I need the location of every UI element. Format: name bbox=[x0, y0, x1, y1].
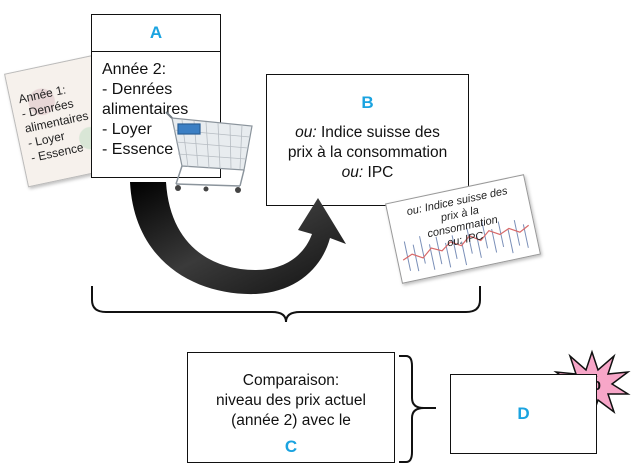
box-c: Comparaison: niveau des prix actuel (ann… bbox=[187, 352, 395, 463]
box-b-line3: ou: IPC bbox=[341, 164, 394, 181]
box-b-line2: prix à la consommation bbox=[287, 144, 448, 161]
shopping-cart-icon bbox=[165, 111, 253, 193]
ipc-note: ou: Indice suisse des prix à la consomma… bbox=[385, 174, 541, 284]
box-c-text: Comparaison: niveau des prix actuel (ann… bbox=[216, 372, 366, 429]
box-c-letter: C bbox=[284, 437, 298, 456]
horizontal-brace bbox=[91, 286, 481, 323]
box-d-letter: D bbox=[517, 404, 530, 423]
ipc-chart-illustration bbox=[402, 220, 530, 272]
box-b: B ou: Indice suisse des prix à la consom… bbox=[266, 74, 469, 206]
box-b-line1: ou: Indice suisse des bbox=[295, 124, 440, 141]
vertical-brace bbox=[399, 355, 436, 463]
box-d: D bbox=[450, 374, 597, 454]
box-a: A Année 2: - Denrées alimentaires - Loye… bbox=[91, 14, 221, 178]
box-a-header: A bbox=[92, 15, 220, 52]
curved-arrow-icon bbox=[130, 182, 346, 295]
box-a-letter: A bbox=[149, 23, 163, 42]
box-b-letter: B bbox=[361, 93, 374, 112]
